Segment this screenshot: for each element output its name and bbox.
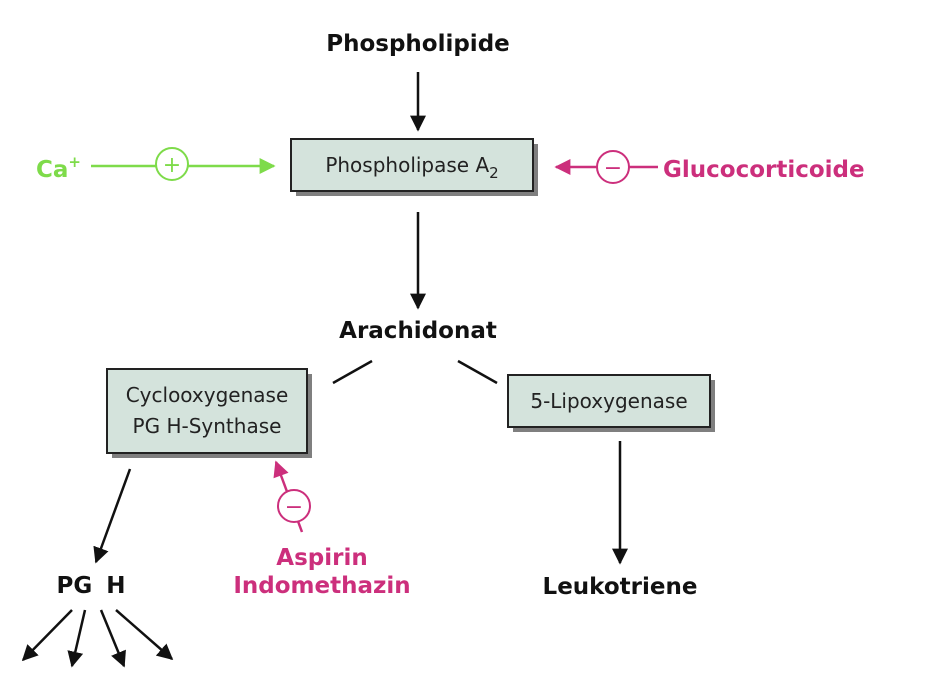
pgh-synthase-label: PG H-Synthase [133,414,282,438]
indomethazin-label: Indomethazin [233,573,410,599]
arrow-pgh-out-1 [21,609,73,662]
arrow-cyclooxygenase-to-pgh [93,468,132,564]
lipoxygenase-label: 5-Lipoxygenase [530,389,687,413]
arachidonat-label: Arachidonat [339,318,497,344]
arrow-pgh-out-2 [67,609,87,668]
arrow-pgh-out-4 [115,609,174,661]
phospholipase-a2-box: Phospholipase A2 [290,138,538,196]
branch-line-lipoxygenase [457,359,498,385]
minus-sign-icon: − [277,489,311,523]
calcium-label: Ca+ [36,153,81,183]
phospholipase-a2-label: Phospholipase A2 [325,153,498,182]
phospholipide-label: Phospholipide [326,31,510,57]
svg-text:−: − [604,156,622,181]
branch-line-cyclooxygenase [332,359,373,385]
lipoxygenase-box: 5-Lipoxygenase [507,374,715,432]
svg-text:−: − [285,495,303,520]
plus-sign-icon: + [155,147,189,181]
glucocorticoide-label: Glucocorticoide [663,157,865,183]
svg-text:+: + [163,153,181,178]
arrow-pgh-out-3 [99,609,126,668]
minus-sign-icon: − [596,150,630,184]
aspirin-label: Aspirin [276,545,367,571]
leukotriene-label: Leukotriene [543,574,698,600]
cyclooxygenase-box: Cyclooxygenase PG H-Synthase [106,368,312,458]
cyclooxygenase-label: Cyclooxygenase [126,383,289,407]
